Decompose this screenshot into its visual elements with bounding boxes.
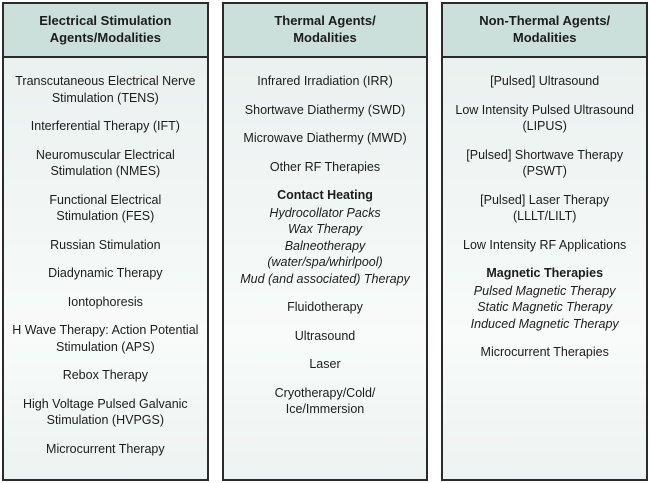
column-header-electrical-stimulation: Electrical Stimulation Agents/Modalities: [4, 4, 207, 58]
list-item: Other RF Therapies: [269, 159, 381, 174]
column-header-non-thermal: Non-Thermal Agents/ Modalities: [443, 4, 647, 58]
list-item: [Pulsed] Ultrasound: [490, 74, 600, 88]
list-item: Russian Stimulation: [50, 237, 161, 252]
list-item: Hydrocollator Packs Wax Therapy Balneoth…: [240, 205, 410, 286]
list-item: Microwave Diathermy (MWD): [243, 131, 407, 145]
column-header-thermal: Thermal Agents/ Modalities: [223, 4, 427, 58]
column-electrical-stimulation-agents: Electrical Stimulation Agents/Modalities…: [2, 2, 209, 481]
column-thermal-agents: Thermal Agents/ Modalities Infrared Irra…: [221, 2, 429, 481]
list-item: Low Intensity RF Applications: [463, 237, 627, 252]
list-item: Rebox Therapy: [62, 368, 148, 382]
list-item: Iontophoresis: [67, 294, 143, 309]
list-item: Microcurrent Therapies: [480, 345, 609, 359]
list-item: Transcutaneous Electrical Nerve Stimulat…: [15, 74, 196, 105]
list-item: Cryotherapy/Cold/ Ice/Immersion: [274, 385, 376, 417]
list-item: Fluidotherapy: [287, 300, 363, 314]
list-item: Low Intensity Pulsed Ultrasound (LIPUS): [455, 102, 634, 134]
list-item: Diadynamic Therapy: [48, 266, 163, 280]
list-item: [Pulsed] Laser Therapy (LLLT/LILT): [480, 192, 610, 224]
list-item: Neuromuscular Electrical Stimulation (NM…: [35, 147, 175, 179]
list-item: Functional Electrical Stimulation (FES): [49, 192, 162, 224]
list-item: Laser: [309, 357, 341, 371]
list-item: H Wave Therapy: Action Potential Stimula…: [12, 323, 199, 354]
list-item: Pulsed Magnetic Therapy Static Magnetic …: [470, 283, 619, 331]
list-item: Shortwave Diathermy (SWD): [244, 102, 406, 117]
list-item: Microcurrent Therapy: [46, 441, 165, 456]
list-item: Contact Heating: [277, 188, 373, 202]
column-body-thermal: Infrared Irradiation (IRR) Shortwave Diat…: [224, 58, 427, 479]
list-item: Magnetic Therapies: [486, 266, 604, 280]
list-item: Ultrasound: [294, 328, 356, 343]
column-non-thermal-agents: Non-Thermal Agents/ Modalities [Pulsed] …: [441, 2, 649, 481]
list-item: Interferential Therapy (IFT): [30, 119, 180, 133]
list-item: High Voltage Pulsed Galvanic Stimulation…: [22, 396, 188, 428]
column-body-electrical-stimulation: Transcutaneous Electrical Nerve Stimulat…: [4, 58, 207, 479]
list-item: [Pulsed] Shortwave Therapy (PSWT): [466, 147, 624, 179]
list-item: Infrared Irradiation (IRR): [257, 74, 393, 88]
